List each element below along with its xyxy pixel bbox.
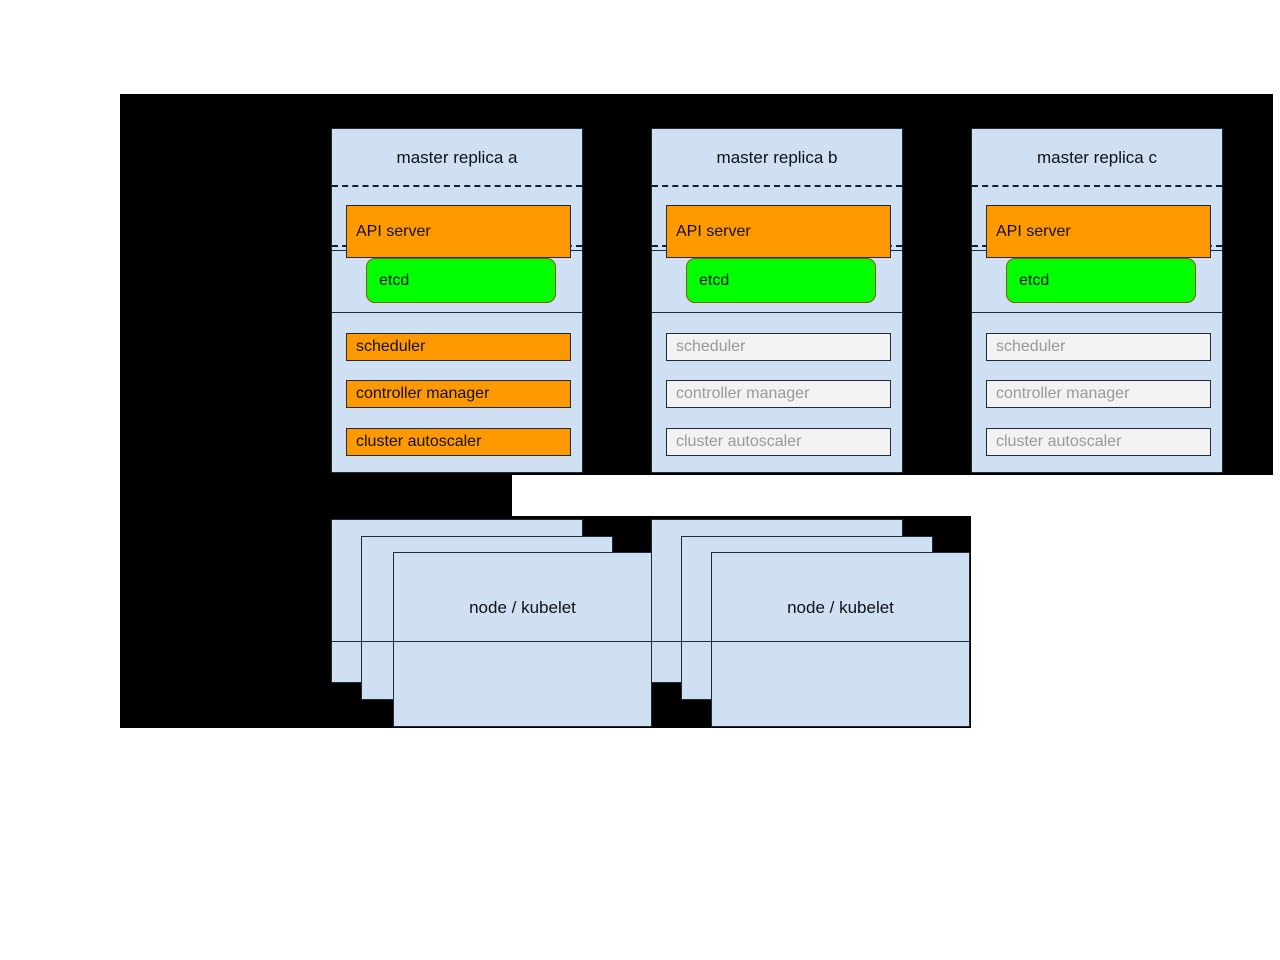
master-replica-title: master replica c xyxy=(1037,148,1157,167)
node-stack-hairline xyxy=(651,641,970,642)
replica-divider-top xyxy=(652,185,902,187)
node-stack-front-card[interactable]: node / kubelet xyxy=(393,552,652,727)
knockout-band xyxy=(512,475,1280,516)
comp-box-scheduler[interactable]: scheduler xyxy=(346,333,571,361)
replica-divider-top xyxy=(332,185,582,187)
comp-box-scheduler[interactable]: scheduler xyxy=(666,333,891,361)
backdrop-middle-left xyxy=(120,475,512,516)
master-replica-card-c[interactable]: master replica c API server etcd schedul… xyxy=(971,128,1223,473)
master-replica-card-a[interactable]: master replica a API server etcd schedul… xyxy=(331,128,583,473)
api-server-box[interactable]: API server xyxy=(986,205,1211,258)
etcd-box[interactable]: etcd xyxy=(366,258,556,303)
replica-divider-etcd-bottom xyxy=(332,312,582,313)
etcd-box[interactable]: etcd xyxy=(1006,258,1196,303)
replica-divider-etcd-bottom xyxy=(652,312,902,313)
node-stack-hairline xyxy=(331,641,652,642)
api-server-box[interactable]: API server xyxy=(346,205,571,258)
api-server-box[interactable]: API server xyxy=(666,205,891,258)
replica-divider-top xyxy=(972,185,1222,187)
comp-box-controller-manager[interactable]: controller manager xyxy=(666,380,891,408)
comp-box-controller-manager[interactable]: controller manager xyxy=(986,380,1211,408)
master-replica-card-b[interactable]: master replica b API server etcd schedul… xyxy=(651,128,903,473)
master-replica-title: master replica b xyxy=(716,148,838,167)
comp-box-cluster-autoscaler[interactable]: cluster autoscaler xyxy=(986,428,1211,456)
comp-box-controller-manager[interactable]: controller manager xyxy=(346,380,571,408)
comp-box-scheduler[interactable]: scheduler xyxy=(986,333,1211,361)
node-kubelet-label: node / kubelet xyxy=(469,598,576,617)
comp-box-cluster-autoscaler[interactable]: cluster autoscaler xyxy=(666,428,891,456)
node-kubelet-label: node / kubelet xyxy=(787,598,894,617)
comp-box-cluster-autoscaler[interactable]: cluster autoscaler xyxy=(346,428,571,456)
etcd-box[interactable]: etcd xyxy=(686,258,876,303)
replica-divider-etcd-bottom xyxy=(972,312,1222,313)
master-replica-title: master replica a xyxy=(396,148,518,167)
node-stack-front-card[interactable]: node / kubelet xyxy=(711,552,970,727)
